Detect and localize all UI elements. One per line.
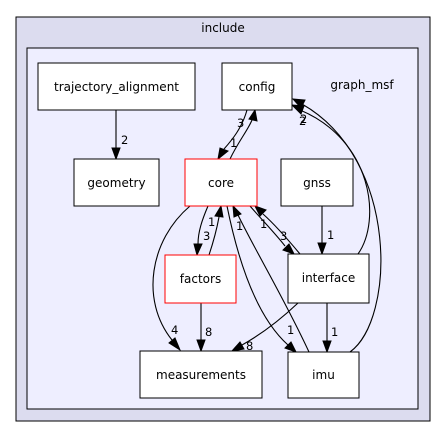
edge-line	[299, 109, 371, 255]
edge-imu-to-core: 1	[232, 204, 310, 353]
edge-arrowhead	[168, 337, 182, 352]
edge-arrowhead	[214, 204, 224, 218]
edge-line	[301, 103, 382, 353]
edge-trajectory-alignment-to-geometry: 2	[111, 110, 128, 161]
edge-count-label: 3	[280, 229, 287, 243]
edge-count-label: 2	[299, 114, 306, 128]
edge-count-label: 1	[287, 323, 294, 337]
node-label: imu	[312, 368, 335, 382]
edge-factors-to-core: 1	[208, 204, 224, 256]
edge-interface-to-measurements: 8	[230, 302, 299, 353]
edge-line	[229, 119, 253, 160]
node-interface[interactable]: interface	[287, 253, 370, 304]
edge-core-to-config: 3	[229, 108, 258, 160]
node-imu[interactable]: imu	[287, 351, 360, 399]
node-box	[280, 158, 354, 207]
edge-count-label: 8	[246, 339, 253, 353]
edge-line	[241, 302, 299, 346]
edge-line	[226, 205, 289, 346]
edge-count-label: 8	[205, 325, 212, 339]
node-box	[184, 158, 258, 207]
edge-count-label: 1	[260, 217, 267, 231]
edge-line	[237, 214, 310, 353]
node-label: factors	[180, 272, 221, 286]
node-box	[37, 62, 196, 111]
node-box	[287, 351, 360, 399]
node-geometry[interactable]: geometry	[73, 158, 160, 207]
edge-interface-to-imu: 1	[322, 303, 338, 354]
edge-count-label: 2	[121, 133, 128, 147]
edge-count-label: 1	[208, 215, 215, 229]
edge-count-label: 4	[171, 323, 178, 337]
edge-count-label: 1	[331, 325, 338, 339]
node-config[interactable]: config	[221, 62, 293, 111]
cluster-graph-msf-label: graph_msf	[330, 78, 394, 92]
node-box	[164, 254, 237, 304]
edge-line	[208, 216, 220, 256]
edge-arrowhead	[196, 339, 206, 353]
node-label: config	[239, 80, 276, 94]
edge-arrowhead	[284, 341, 298, 353]
edge-gnss-to-interface: 1	[317, 206, 334, 256]
edge-core-to-factors: 3	[193, 205, 210, 257]
edge-line	[262, 213, 301, 255]
node-label: measurements	[156, 368, 246, 382]
edge-arrowhead	[322, 340, 332, 354]
edge-arrowhead	[193, 243, 203, 257]
cluster-include-label: include	[201, 21, 244, 35]
node-core[interactable]: core	[184, 158, 258, 207]
edge-arrowhead	[248, 108, 258, 122]
node-measurements[interactable]: measurements	[139, 350, 263, 399]
edge-count-label: 2	[300, 112, 307, 126]
node-label: geometry	[87, 176, 145, 190]
edge-line	[249, 205, 286, 247]
edge-arrowhead	[111, 147, 121, 161]
node-gnss[interactable]: gnss	[280, 158, 354, 207]
edge-imu-to-config: 2	[291, 98, 382, 353]
edge-arrowhead	[291, 98, 306, 109]
edge-factors-to-measurements: 8	[196, 303, 212, 353]
edge-arrowhead	[317, 242, 327, 256]
node-box	[73, 158, 160, 207]
edge-count-label: 1	[230, 136, 237, 150]
node-box	[287, 253, 370, 304]
edge-line	[223, 109, 248, 150]
node-trajectory-alignment[interactable]: trajectory_alignment	[37, 62, 196, 111]
edge-line	[197, 205, 209, 245]
edge-config-to-core: 1	[217, 109, 248, 161]
edge-core-to-interface: 3	[249, 205, 296, 255]
edge-line	[152, 205, 191, 341]
node-factors[interactable]: factors	[164, 254, 237, 304]
node-label: trajectory_alignment	[54, 80, 179, 94]
edges-layer: 2 1 3 3 1 4 3	[111, 98, 382, 354]
node-box	[139, 350, 263, 399]
edge-count-label: 3	[203, 229, 210, 243]
node-label: core	[208, 176, 234, 190]
node-label: interface	[302, 271, 356, 285]
edge-count-label: 1	[236, 219, 243, 233]
edge-arrowhead	[253, 205, 267, 217]
edge-core-to-imu: 1	[226, 205, 298, 353]
edge-arrowhead	[230, 341, 245, 352]
node-label: gnss	[303, 176, 331, 190]
edge-arrowhead	[217, 147, 229, 161]
edge-core-to-measurements: 4	[152, 205, 191, 352]
edge-count-label: 3	[237, 116, 244, 130]
edge-arrowhead	[282, 243, 296, 255]
edge-arrowhead	[232, 204, 242, 218]
nodes-layer: trajectory_alignment geometry config cor…	[37, 62, 370, 399]
edge-interface-to-core: 1	[253, 205, 301, 255]
edge-count-label: 1	[327, 228, 334, 242]
node-box	[221, 62, 293, 111]
